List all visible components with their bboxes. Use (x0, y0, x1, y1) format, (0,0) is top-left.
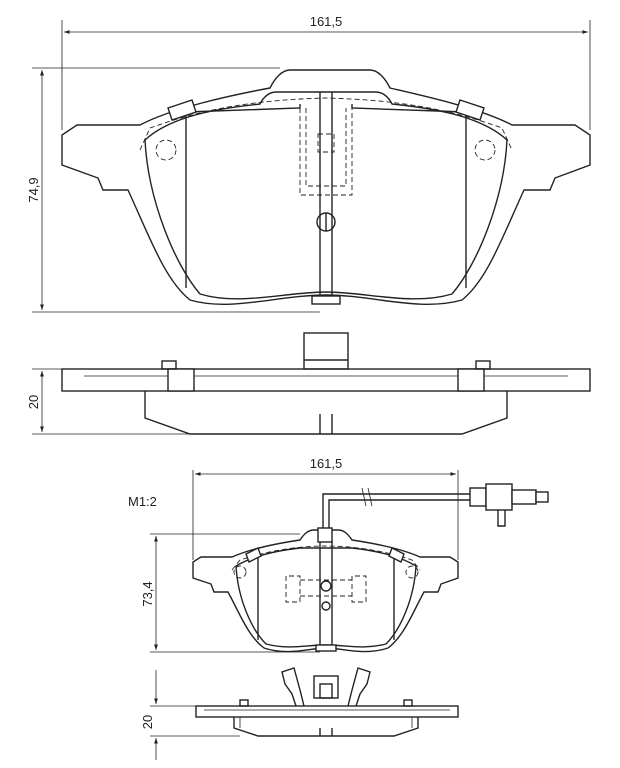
scale-label: M1:2 (128, 494, 157, 509)
top-pad-side-view: 20 (26, 332, 591, 435)
bottom-thickness-dimension: 20 (140, 715, 155, 729)
top-height-dimension: 74,9 (26, 177, 41, 202)
bottom-height-dimension: 73,4 (140, 581, 155, 606)
top-pad-front-view: 161,5 74,9 (26, 14, 591, 313)
bottom-width-dimension: 161,5 (310, 456, 343, 471)
top-width-dimension: 161,5 (310, 14, 343, 29)
side-thickness-dimension: 20 (26, 395, 41, 409)
bottom-pad-front-view: M1:2 161,5 73,4 (128, 456, 549, 653)
bottom-pad-side-view: 20 (140, 667, 459, 760)
